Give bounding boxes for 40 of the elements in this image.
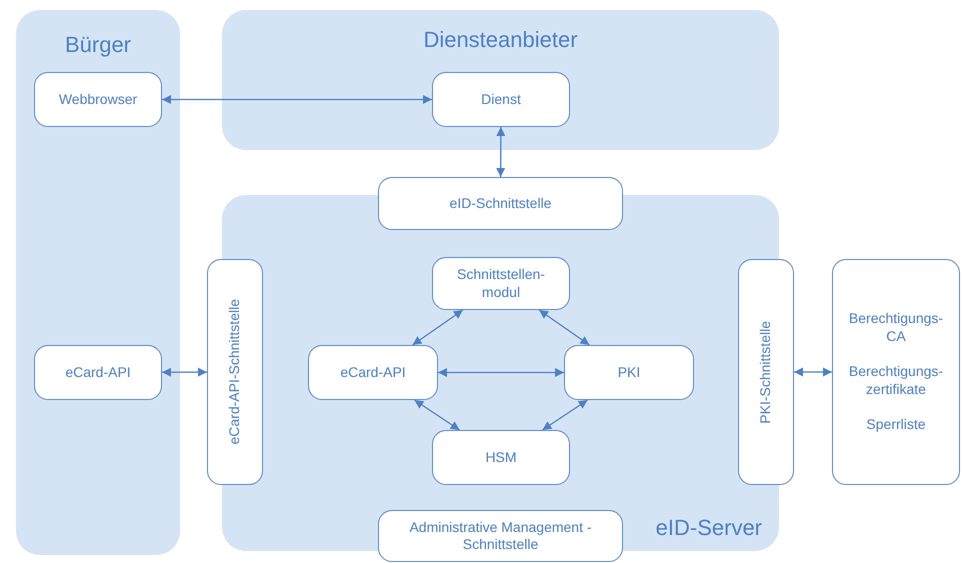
double-arrow — [412, 309, 464, 346]
interface-bar — [738, 259, 794, 485]
box-label: Schnittstellen- modul — [456, 266, 546, 301]
box-label: eCard-API — [340, 364, 406, 382]
double-arrow — [542, 399, 588, 431]
box-label: Dienst — [481, 90, 521, 108]
group-title: Diensteanbieter — [422, 27, 579, 53]
group-panel — [222, 10, 779, 150]
box-label: eID-Schnittstelle — [450, 194, 552, 212]
component-box — [432, 72, 570, 127]
box-label: Berechtigungs- CA — [848, 310, 944, 346]
double-arrow — [414, 399, 460, 431]
double-arrow — [438, 368, 564, 377]
box-label: Berechtigungs- zertifikate — [848, 363, 944, 398]
box-label: eCard-API — [65, 364, 131, 382]
component-box — [308, 345, 438, 400]
component-box — [564, 345, 694, 400]
component-box — [378, 177, 623, 230]
component-box — [432, 257, 570, 310]
box-label: PKI-Schnittstelle — [757, 320, 774, 424]
double-arrow — [162, 368, 207, 377]
interface-bar — [207, 259, 263, 485]
double-arrow — [794, 368, 832, 376]
box-label: PKI — [618, 364, 640, 382]
group-title: Bürger — [64, 32, 132, 58]
box-label: eCard-API-Schnittstelle — [226, 299, 244, 445]
box-label: Sperrliste — [866, 416, 926, 434]
component-box — [34, 72, 162, 127]
component-box — [432, 430, 570, 485]
double-arrow — [538, 309, 590, 346]
double-arrow — [162, 95, 432, 104]
box-label: HSM — [485, 448, 517, 466]
group-panel — [16, 10, 180, 555]
double-arrow — [496, 127, 506, 177]
box-label: Webbrowser — [58, 90, 138, 108]
component-box — [34, 345, 162, 400]
component-box — [832, 259, 960, 485]
box-label: Administrative Management - Schnittstelle — [408, 518, 593, 554]
component-box — [378, 510, 623, 562]
group-title: eID-Server — [654, 515, 762, 541]
